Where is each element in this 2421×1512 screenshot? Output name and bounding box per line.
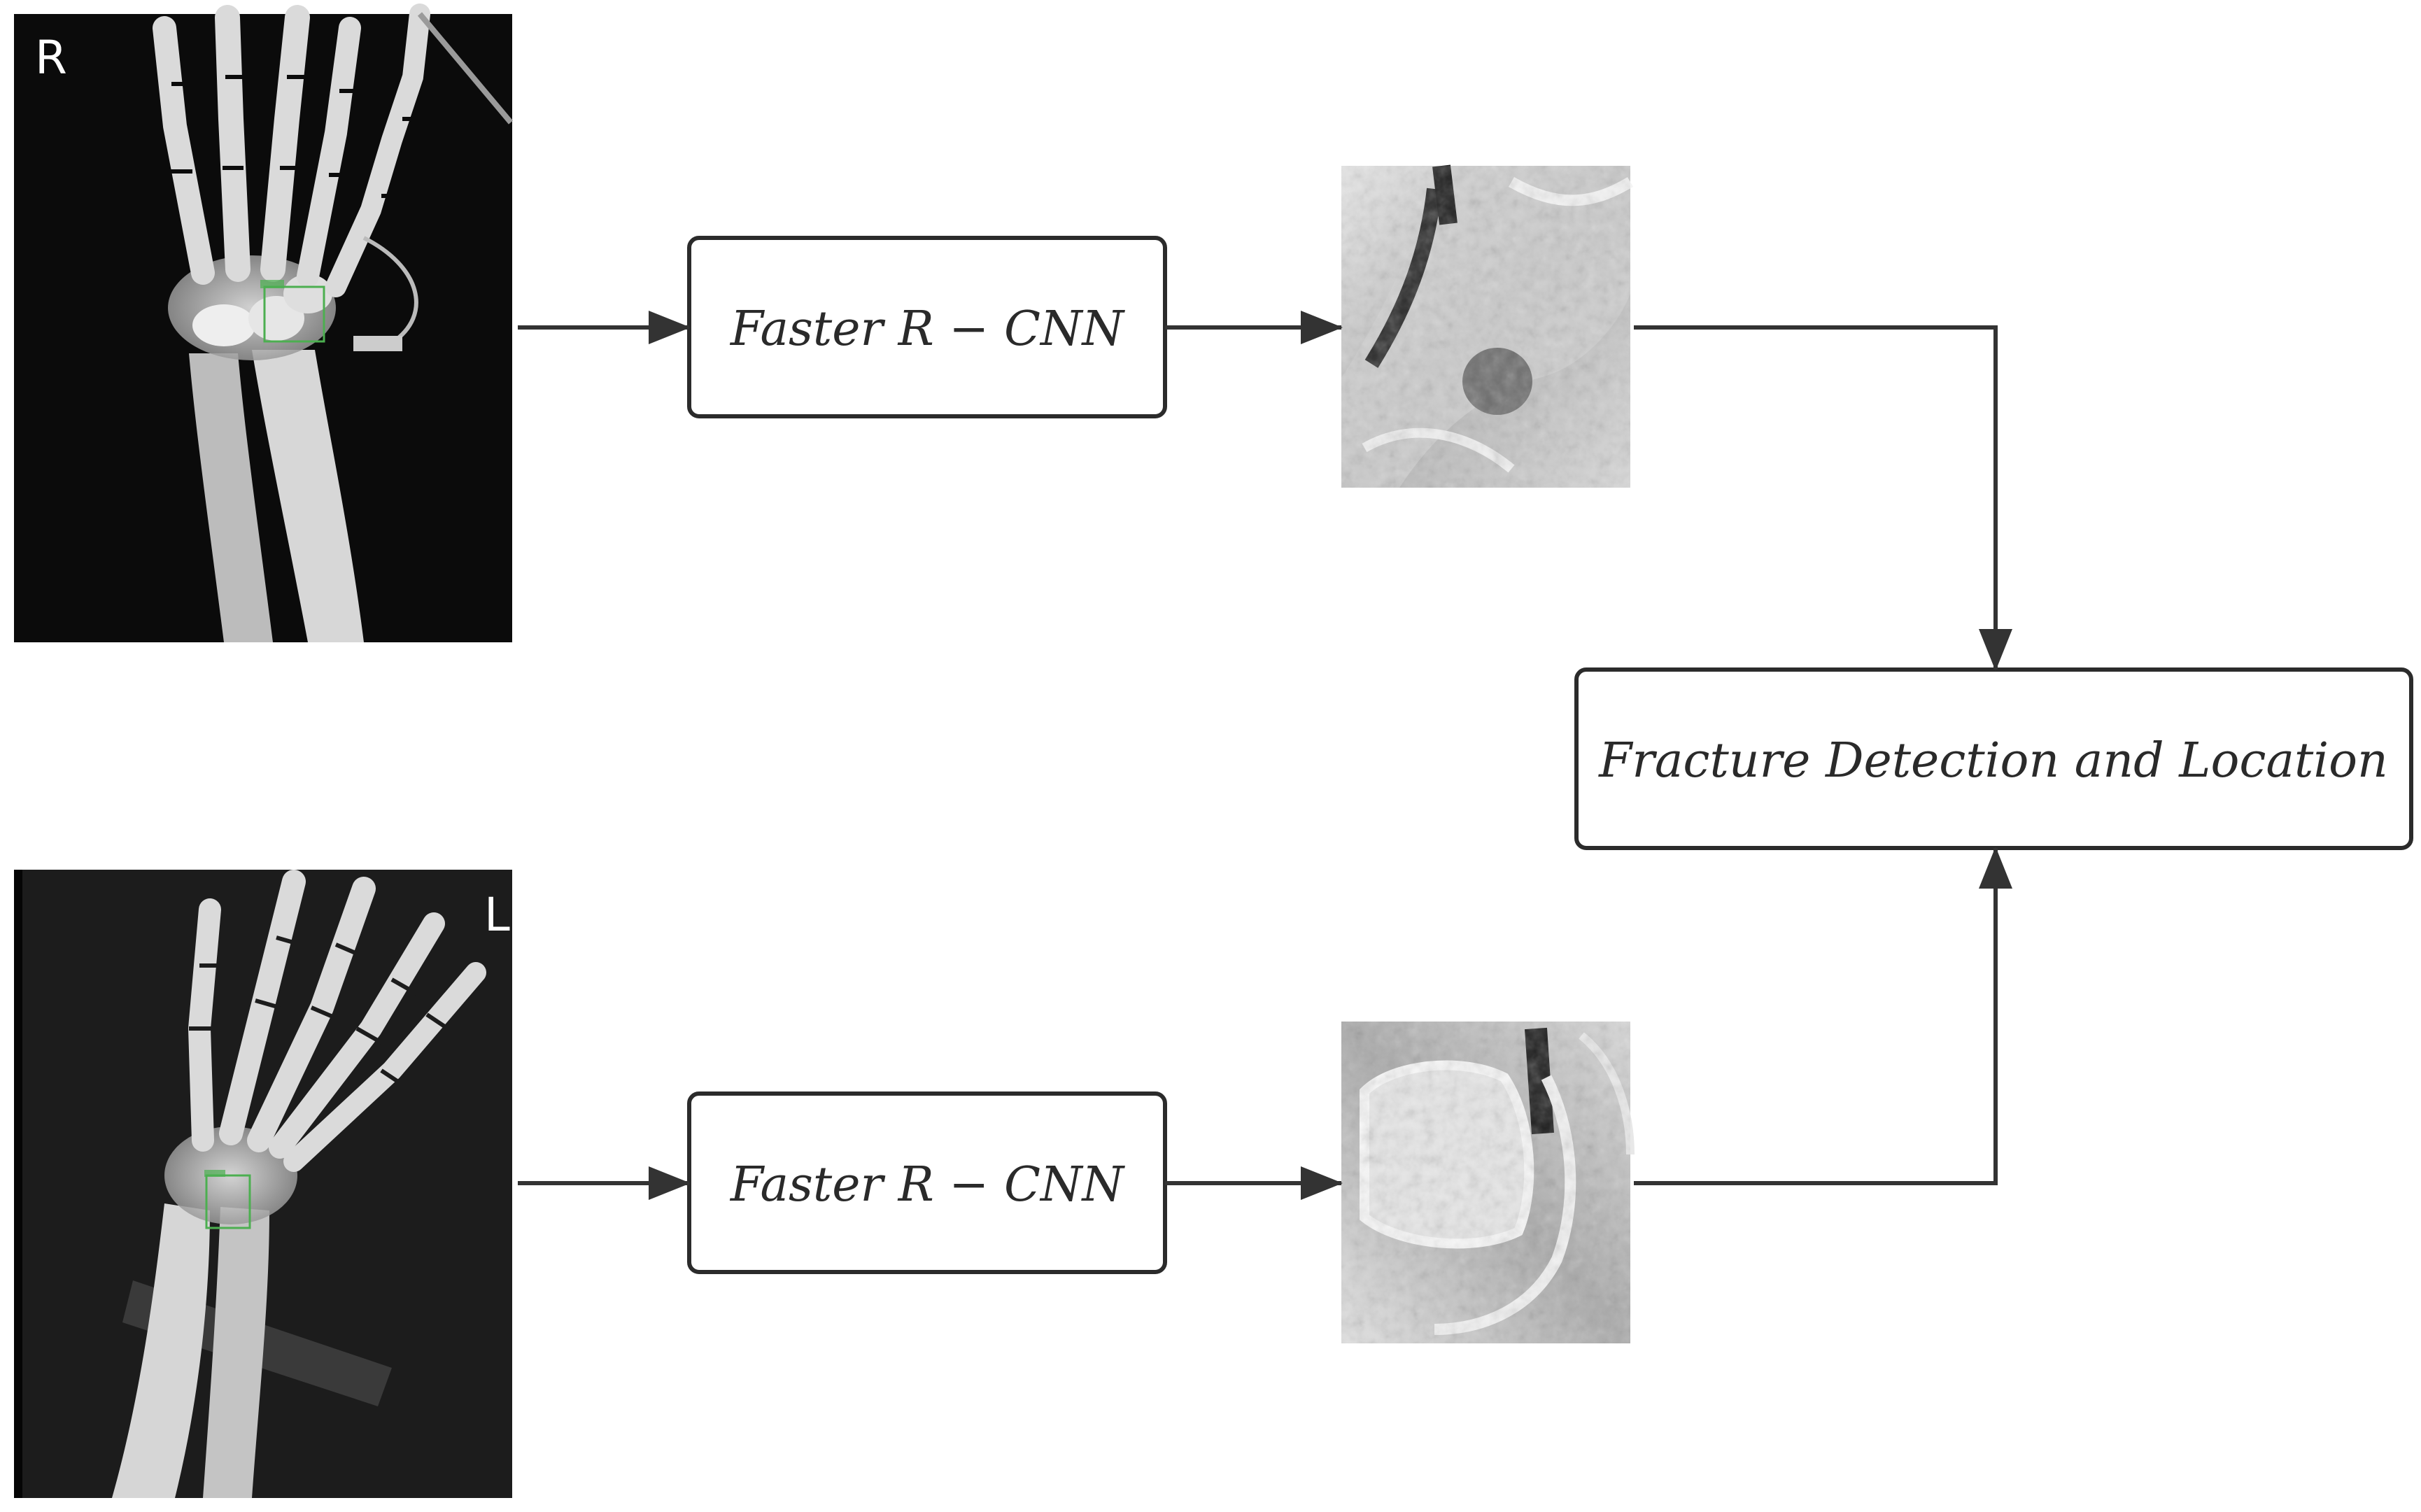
arrow-crop-bottom-to-output [1634,847,2012,1185]
fracture-detection-label: Fracture Detection and Location [1597,733,2388,789]
xray-image-left-hand: L [14,870,512,1498]
faster-rcnn-box-bottom: Faster R − CNN [687,1091,1167,1274]
connectors [518,311,2012,1200]
cropped-region-top [1341,164,1634,488]
xray-side-label-l: L [484,888,510,942]
xray-side-label-r: R [35,31,67,85]
arrow-crop-top-to-output [1634,325,2012,671]
xray-image-right-hand: R [14,3,514,642]
faster-rcnn-label-top: Faster R − CNN [729,302,1126,357]
faster-rcnn-box-top: Faster R − CNN [687,236,1167,418]
fracture-detection-box: Fracture Detection and Location [1574,667,2413,850]
cropped-region-bottom [1341,1022,1635,1343]
faster-rcnn-label-bottom: Faster R − CNN [729,1157,1126,1213]
